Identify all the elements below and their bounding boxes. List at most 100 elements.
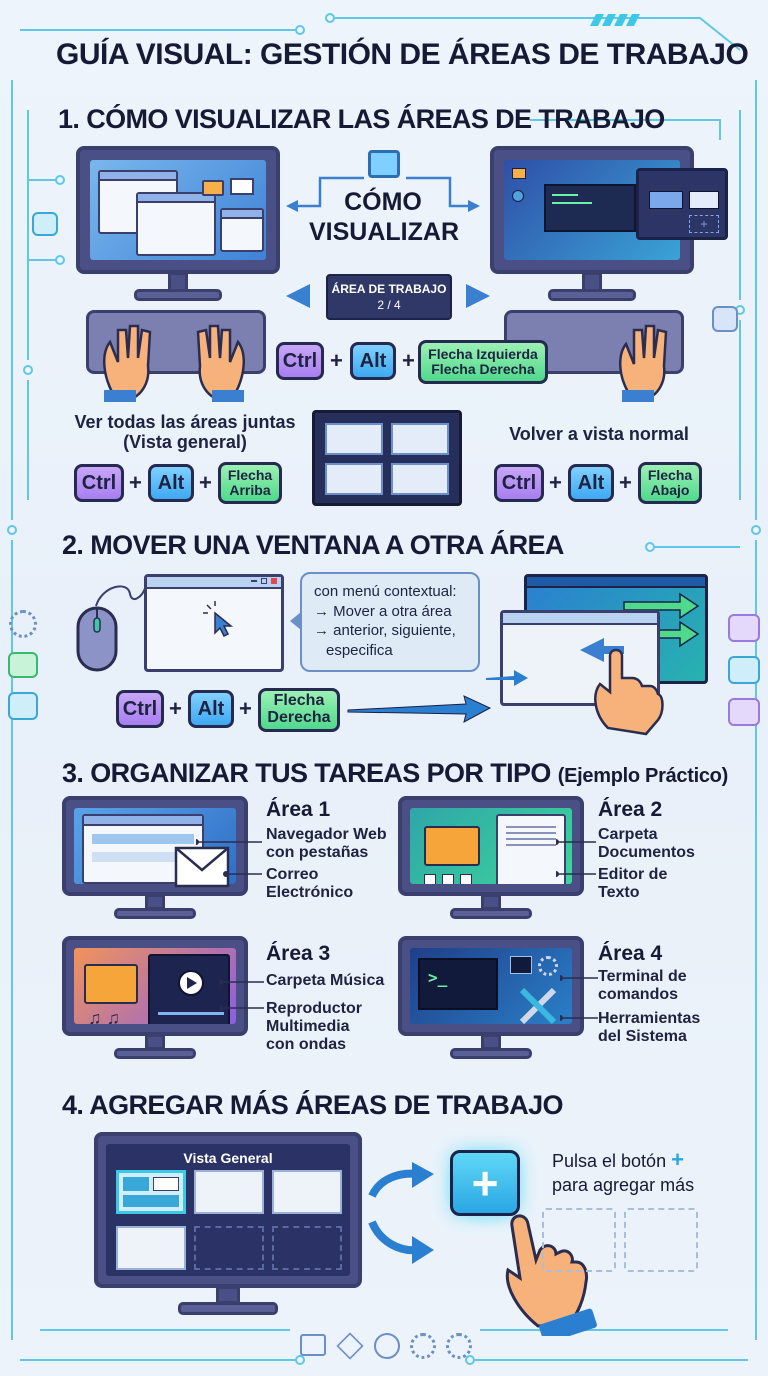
section1-heading: 1. CÓMO VISUALIZAR LAS ÁREAS DE TRABAJO	[58, 104, 665, 134]
area3-item2: Reproductor Multimedia con ondas	[266, 1000, 362, 1053]
context-window	[144, 574, 284, 672]
area2-monitor	[398, 796, 584, 920]
folder-icon	[202, 180, 224, 196]
key-arrow-main-line2: Flecha Derecha	[431, 361, 535, 377]
folder-icon-area2	[424, 826, 480, 866]
plus-3: +	[129, 470, 142, 495]
area1-item1: Navegador Web con pestañas	[266, 826, 387, 861]
key-arrow-down: Flecha Abajo	[638, 462, 702, 504]
add-workspace-button[interactable]: +	[450, 1150, 520, 1216]
long-arrow	[347, 695, 492, 723]
overview-monitor: Vista General	[94, 1132, 362, 1320]
key-ctrl-normal: Ctrl	[494, 464, 544, 502]
overview-tile-empty-1	[194, 1226, 264, 1270]
small-terminal-icon	[510, 956, 532, 974]
key-arrow-main: Flecha Izquierda Flecha Derecha	[418, 340, 548, 384]
drag-hand	[580, 638, 664, 736]
normal-view-label: Volver a vista normal	[509, 424, 689, 444]
bubble-title: con menú contextual:	[314, 583, 457, 600]
terminal-prompt: >_	[428, 968, 448, 987]
terminal-window	[544, 184, 636, 232]
key-alt-normal: Alt	[568, 464, 614, 502]
popup-panel: +	[636, 168, 728, 240]
center-heading-line1: CÓMO	[344, 188, 422, 216]
terminal-icon-right-2	[728, 698, 760, 726]
add-hint-line1: Pulsa el botón	[552, 1151, 667, 1171]
media-player	[148, 954, 230, 1024]
small-arrow	[486, 670, 528, 686]
section4-heading: 4. AGREGAR MÁS ÁREAS DE TRABAJO	[62, 1090, 564, 1120]
plus-1: +	[330, 348, 343, 373]
area1-title: Área 1	[266, 798, 331, 821]
key-arrow-up: Flecha Arriba	[218, 462, 282, 504]
key-alt-main: Alt	[350, 342, 396, 380]
gear-icon-bottom-2	[446, 1333, 472, 1359]
pie-icon-bottom	[374, 1333, 400, 1359]
terminal-box: >_	[418, 958, 498, 1010]
bubble-line3: especifica	[326, 641, 393, 659]
overview-tile-active	[116, 1170, 186, 1214]
plus-4: +	[199, 470, 212, 495]
area3-pointers	[220, 979, 264, 1011]
bubble-line2: → anterior, siguiente,	[314, 622, 456, 639]
key-ctrl-overview: Ctrl	[74, 464, 124, 502]
terminal-icon-right-1	[728, 614, 760, 642]
key-arrow-main-line1: Flecha Izquierda	[428, 346, 538, 363]
area4-item1: Terminal de comandos	[598, 968, 687, 1003]
monitor-left	[76, 146, 280, 306]
key-ctrl-move: Ctrl	[116, 690, 164, 728]
plus-8: +	[239, 696, 252, 721]
new-area-placeholder-2	[624, 1208, 698, 1272]
plus-5: +	[549, 470, 562, 495]
section2-heading: 2. MOVER UNA VENTANA A OTRA ÁREA	[62, 530, 564, 560]
overview-grid	[312, 410, 462, 506]
monitor-icon-left	[32, 212, 58, 236]
curved-arrows	[368, 1162, 434, 1264]
mouse-icon	[76, 585, 147, 672]
tools-icon	[519, 987, 557, 1024]
center-heading-line2: VISUALIZAR	[309, 218, 459, 246]
section3-heading: 3. ORGANIZAR TUS TAREAS POR TIPO (Ejempl…	[62, 758, 728, 788]
hand-right	[619, 324, 668, 402]
add-hint-line2: para agregar más	[552, 1174, 695, 1195]
key-alt-overview: Alt	[148, 464, 194, 502]
music-folder-icon	[84, 964, 138, 1004]
bubble-tail	[290, 612, 301, 630]
triangle-icon-left	[8, 692, 38, 720]
area2-item2: Editor de Texto	[598, 866, 668, 901]
area2-item1: Carpeta Documentos	[598, 826, 695, 861]
area4-pointers	[560, 975, 598, 1021]
area2-title: Área 2	[598, 798, 663, 821]
context-menu-bubble: con menú contextual: → Mover a otra área…	[300, 572, 480, 672]
add-hint: Pulsa el botón + para agregar más	[552, 1146, 694, 1196]
arrows-center	[286, 176, 490, 308]
area3-title: Área 3	[266, 942, 331, 965]
overview-tile-empty-2	[272, 1226, 342, 1270]
gear-icon-left	[9, 610, 37, 638]
new-area-placeholder-1	[542, 1208, 616, 1272]
bottom-icon-row	[298, 1330, 474, 1362]
gear-icon-bottom-1	[410, 1333, 436, 1359]
area1-monitor	[62, 796, 248, 920]
page-title: GUÍA VISUAL: GESTIÓN DE ÁREAS DE TRABAJO	[56, 38, 749, 71]
plus-7: +	[169, 696, 182, 721]
circuit-icon-right	[712, 306, 738, 332]
plus-2: +	[402, 348, 415, 373]
envelope-icon	[174, 846, 230, 888]
cube-icon-bottom	[336, 1332, 364, 1360]
music-notes-icon: ♫ ♫	[88, 1008, 121, 1024]
key-arrow-right-move: Flecha Derecha	[258, 688, 340, 732]
bubble-line1: → Mover a otra área	[314, 602, 452, 620]
monitor-icon-center	[368, 150, 400, 178]
plus-6: +	[619, 470, 632, 495]
area1-pointers	[196, 839, 262, 877]
screen-icon-left	[8, 652, 38, 678]
refresh-icon-right	[728, 656, 760, 684]
small-gear-icon	[538, 956, 558, 976]
area3-item1: Carpeta Música	[266, 972, 385, 989]
workspace-indicator: ÁREA DE TRABAJO 2 / 4	[326, 274, 452, 320]
key-alt-move: Alt	[188, 690, 234, 728]
area4-title: Área 4	[598, 942, 663, 965]
key-ctrl-main: Ctrl	[276, 342, 324, 380]
cursor-icon	[203, 601, 234, 638]
